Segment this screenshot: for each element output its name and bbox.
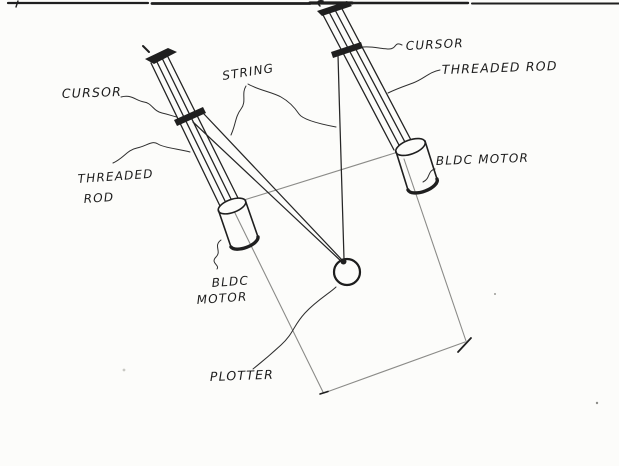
board-left-edge bbox=[233, 210, 324, 393]
leader-threaded-rod-right bbox=[387, 69, 441, 94]
label-bldc-motor-left-line1: BLDC bbox=[211, 273, 249, 290]
label-bldc-motor-right: BLDC MOTOR bbox=[436, 151, 530, 168]
rod-end-cap-left bbox=[145, 48, 177, 64]
leader-cursor-left bbox=[120, 95, 178, 118]
board-corner-tick-left bbox=[319, 390, 329, 395]
scan-edge-artifact bbox=[6, 0, 619, 8]
board-right-edge bbox=[403, 158, 467, 342]
string-attachment-dot bbox=[340, 258, 347, 265]
label-plotter: PLOTTER bbox=[210, 367, 275, 384]
scan-specks bbox=[122, 293, 599, 405]
plotter-pen bbox=[332, 257, 362, 287]
label-cursor-right: CURSOR bbox=[405, 36, 464, 53]
cursor-right-carriage bbox=[331, 42, 363, 58]
label-cursor-left: CURSOR bbox=[62, 84, 123, 101]
label-threaded-rod-right: THREADED ROD bbox=[442, 58, 558, 77]
string-left-strand-2 bbox=[203, 113, 344, 262]
rod-end-cap-right bbox=[317, 1, 352, 16]
label-threaded-rod-left-line2: ROD bbox=[83, 190, 115, 206]
leader-string-right-branch bbox=[247, 83, 337, 128]
board-bottom-edge bbox=[323, 341, 466, 394]
leader-cursor-right bbox=[362, 43, 403, 50]
annotations: CURSOR STRING CURSOR THREADED ROD THREAD… bbox=[62, 36, 558, 384]
strings bbox=[192, 54, 345, 263]
label-threaded-rod-left-line1: THREADED bbox=[77, 167, 154, 186]
leader-lines bbox=[112, 43, 441, 370]
threaded-rod-left bbox=[142, 45, 239, 207]
leader-string-left-branch bbox=[230, 85, 247, 136]
bldc-motor-left bbox=[217, 197, 260, 251]
label-bldc-motor-left-line2: MOTOR bbox=[196, 289, 248, 307]
cursor-left-carriage bbox=[174, 107, 206, 126]
board-top-edge bbox=[227, 151, 399, 206]
leader-bldc-right bbox=[422, 168, 436, 183]
leader-bldc-left bbox=[213, 239, 222, 270]
bldc-motor-right bbox=[394, 137, 439, 195]
board-corner-tick bbox=[457, 337, 472, 353]
string-left-strand-1 bbox=[192, 121, 343, 263]
leader-plotter bbox=[252, 286, 337, 370]
leader-threaded-rod-left bbox=[112, 142, 191, 164]
string-right-strand bbox=[337, 54, 345, 260]
threaded-rod-right bbox=[317, 0, 413, 151]
drawing-surface bbox=[227, 151, 472, 395]
